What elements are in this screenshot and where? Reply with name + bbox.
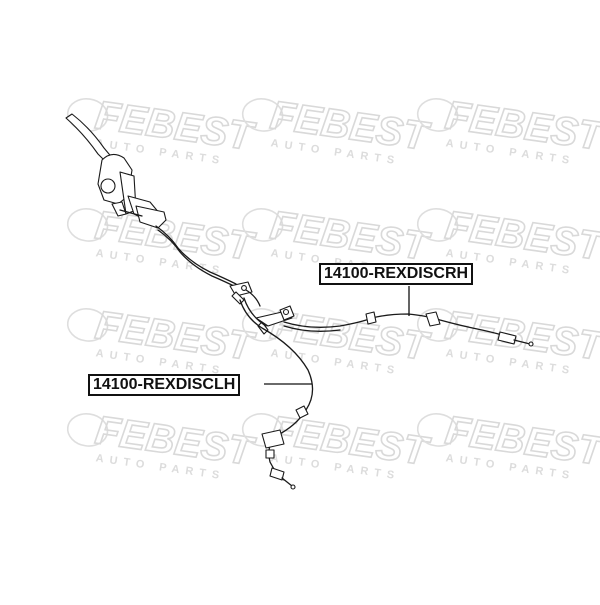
watermark-logo-ring-icon [66,308,109,342]
hand-brake-lever [65,113,167,229]
watermark-logo-ring-icon [416,98,459,132]
watermark-logo-ring-icon [416,308,459,342]
watermark-logo-ring-icon [241,208,284,242]
left-cable-clip [261,405,309,490]
watermark-logo-ring-icon [241,308,284,342]
watermark-logo-ring-icon [241,98,284,132]
part-number-label-lh: 14100-REXDISCLH [88,374,241,396]
right-cable [283,313,513,339]
equalizer-bracket [229,281,261,307]
lever-pivot-icon [100,178,116,194]
front-cable [155,225,237,285]
watermark-logo-ring-icon [416,413,459,447]
watermark-logo-ring-icon [416,208,459,242]
watermark-logo-ring-icon [66,208,109,242]
right-cable-clip [365,311,534,347]
part-number-label-rh: 14100-REXDISCRH [319,263,474,285]
watermark-logo-ring-icon [66,413,109,447]
